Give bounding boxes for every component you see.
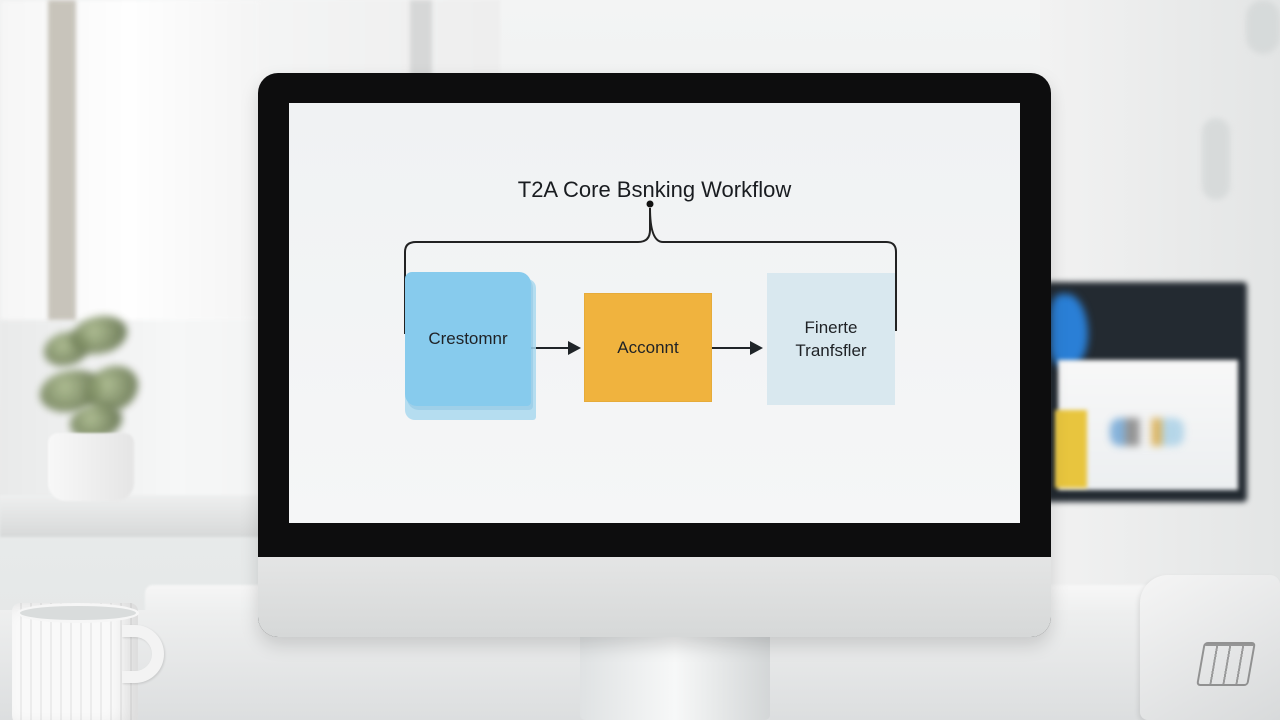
window-light <box>0 0 260 320</box>
monitor-screen: T2A Core Bsnking Workflow Crestomnr Acco… <box>289 103 1020 523</box>
window-frame <box>48 0 76 320</box>
customer-node: Crestomnr <box>405 272 531 406</box>
customer-node-label: Crestomnr <box>428 329 508 348</box>
background-monitor-chart <box>1110 418 1184 446</box>
workflow-connectors <box>404 200 897 355</box>
monitor-chin <box>258 557 1051 637</box>
computer-monitor: T2A Core Bsnking Workflow Crestomnr Acco… <box>258 73 1051 637</box>
customer-to-account-arrowhead <box>568 341 581 355</box>
monitor-stand <box>580 625 770 720</box>
workflow-title: T2A Core Bsnking Workflow <box>517 177 792 202</box>
phone-keypad <box>1196 642 1256 686</box>
account-to-transfer-arrowhead <box>750 341 763 355</box>
account-node-label: Acconnt <box>617 337 679 357</box>
wall-decoration <box>1202 118 1230 200</box>
account-node: Acconnt <box>584 293 712 402</box>
wall-decoration <box>1246 0 1280 54</box>
background-monitor-yellow-block <box>1055 410 1087 488</box>
window-edge <box>410 0 432 80</box>
finance-node-label-line-1: Finerte <box>804 318 858 337</box>
mug-rim <box>17 603 139 623</box>
top-bracket-line <box>404 207 897 334</box>
finance-node-label-line-2: Tranfsfler <box>795 341 867 360</box>
plant-pot <box>48 433 134 501</box>
finance-transfer-node: Finerte Tranfsfler <box>767 273 895 405</box>
bracket-connector-dot <box>646 200 654 208</box>
background-monitor-blue-shape <box>1050 294 1088 366</box>
